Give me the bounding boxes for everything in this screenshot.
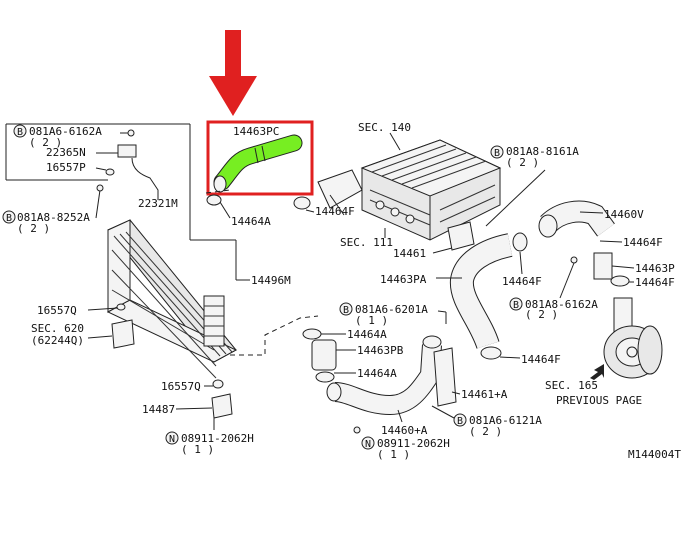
label-sec620-sub: (62244Q) [31,334,84,347]
bracket-14487 [211,393,233,419]
label-14464A-top: 14464A [231,215,271,228]
hose-14463PC [213,134,303,193]
label-081A8-6162A: 081A8-6162A [525,298,598,311]
pipe-14460A [326,335,442,416]
pointer-arrow-icon [209,30,257,116]
label-previous-page: PREVIOUS PAGE [556,394,642,407]
label-16557P: 16557P [46,161,86,174]
clamp-14464A-low [315,371,335,383]
clamp-14464F-c [512,232,528,252]
cylinder-head [360,139,502,241]
label-22365N: 22365N [46,146,86,159]
label-08911-2062H-b-qty: ( 1 ) [377,448,410,461]
label-14463PB: 14463PB [357,344,404,357]
nut-symbol-label: N [169,434,175,445]
label-08911-2062H-b: 08911-2062H [377,437,450,450]
bolt-symbol-label: B [513,300,519,311]
label-16557Q-a: 16557Q [37,304,77,317]
label-14460V: 14460V [604,208,644,221]
intake-elbow [293,169,363,210]
label-081A6-6121A-qty: ( 2 ) [469,425,502,438]
label-14460A: 14460+A [381,424,428,437]
hose-14463PA [449,233,513,350]
label-14461A: 14461+A [461,388,508,401]
label-14487: 14487 [142,403,175,416]
sensor-22365N [117,144,137,158]
label-08911-2062H-a: 08911-2062H [181,432,254,445]
hose-14463PB [311,339,337,371]
bolt-symbol-icon [509,297,523,311]
bolt-symbol-label: B [17,127,23,138]
turbocharger [603,297,663,379]
bracket-14461 [447,221,475,251]
label-14464F-a: 14464F [315,205,355,218]
bolt-symbol-label: B [6,213,12,224]
pipe-14460V [538,200,615,238]
hose-14463P [593,252,613,280]
nut-symbol-label: N [365,439,371,450]
label-sec140: SEC. 140 [358,121,411,134]
label-14464A-mid: 14464A [347,328,387,341]
nut-symbol-icon [165,431,179,445]
label-08911-2062H-a-qty: ( 1 ) [181,443,214,456]
label-14463PA: 14463PA [380,273,427,286]
clamp-14464A-top [206,194,222,206]
drawing-id: M144004T [628,448,681,461]
label-sec165: SEC. 165 [545,379,598,392]
label-081A6-6121A: 081A6-6121A [469,414,542,427]
nut-symbol-icon [361,436,375,450]
bolt-symbol-icon [453,413,467,427]
label-14463PC: 14463PC [233,125,279,138]
bolt-symbol-icon [2,210,16,224]
clamp-14464F-d [480,346,502,360]
label-081A8-8252A-qty: ( 2 ) [17,222,50,235]
bolt-symbol-label: B [343,305,349,316]
arrow-sec165-icon [590,364,604,380]
label-14464F-c: 14464F [502,275,542,288]
intercooler-14496M [106,219,238,379]
label-081A6-6162A-qty: ( 2 ) [29,136,62,149]
label-14464F-b: 14464F [623,236,663,249]
bolt-symbol-icon [13,124,27,138]
label-081A8-8161A: 081A8-8161A [506,145,579,158]
label-sec620: SEC. 620 [31,322,84,335]
bolt-symbol-label: B [457,416,463,427]
bracket-sec620 [111,319,135,349]
label-14464A-low: 14464A [357,367,397,380]
bracket-14461A [433,347,457,407]
bolt-symbol-icon [339,302,353,316]
label-sec111: SEC. 111 [340,236,393,249]
bolt-symbol-icon [490,145,504,159]
label-081A8-6162A-qty: ( 2 ) [525,308,558,321]
label-14464F-d: 14464F [521,353,561,366]
label-081A6-6201A: 081A6-6201A [355,303,428,316]
label-22321M: 22321M [138,197,178,210]
label-081A8-8161A-qty: ( 2 ) [506,156,539,169]
clamp-14464F-e [610,275,630,287]
label-14496M: 14496M [251,274,291,287]
highlight-box [206,120,314,196]
label-081A8-8252A: 081A8-8252A [17,211,90,224]
bolt-symbol-label: B [494,148,500,159]
label-14461: 14461 [393,247,426,260]
label-081A6-6201A-qty: ( 1 ) [355,314,388,327]
label-081A6-6162A: 081A6-6162A [29,125,102,138]
label-14464F-e: 14464F [635,276,675,289]
clamp-14464A-mid [302,328,322,340]
label-14463P: 14463P [635,262,675,275]
label-16557Q-b: 16557Q [161,380,201,393]
